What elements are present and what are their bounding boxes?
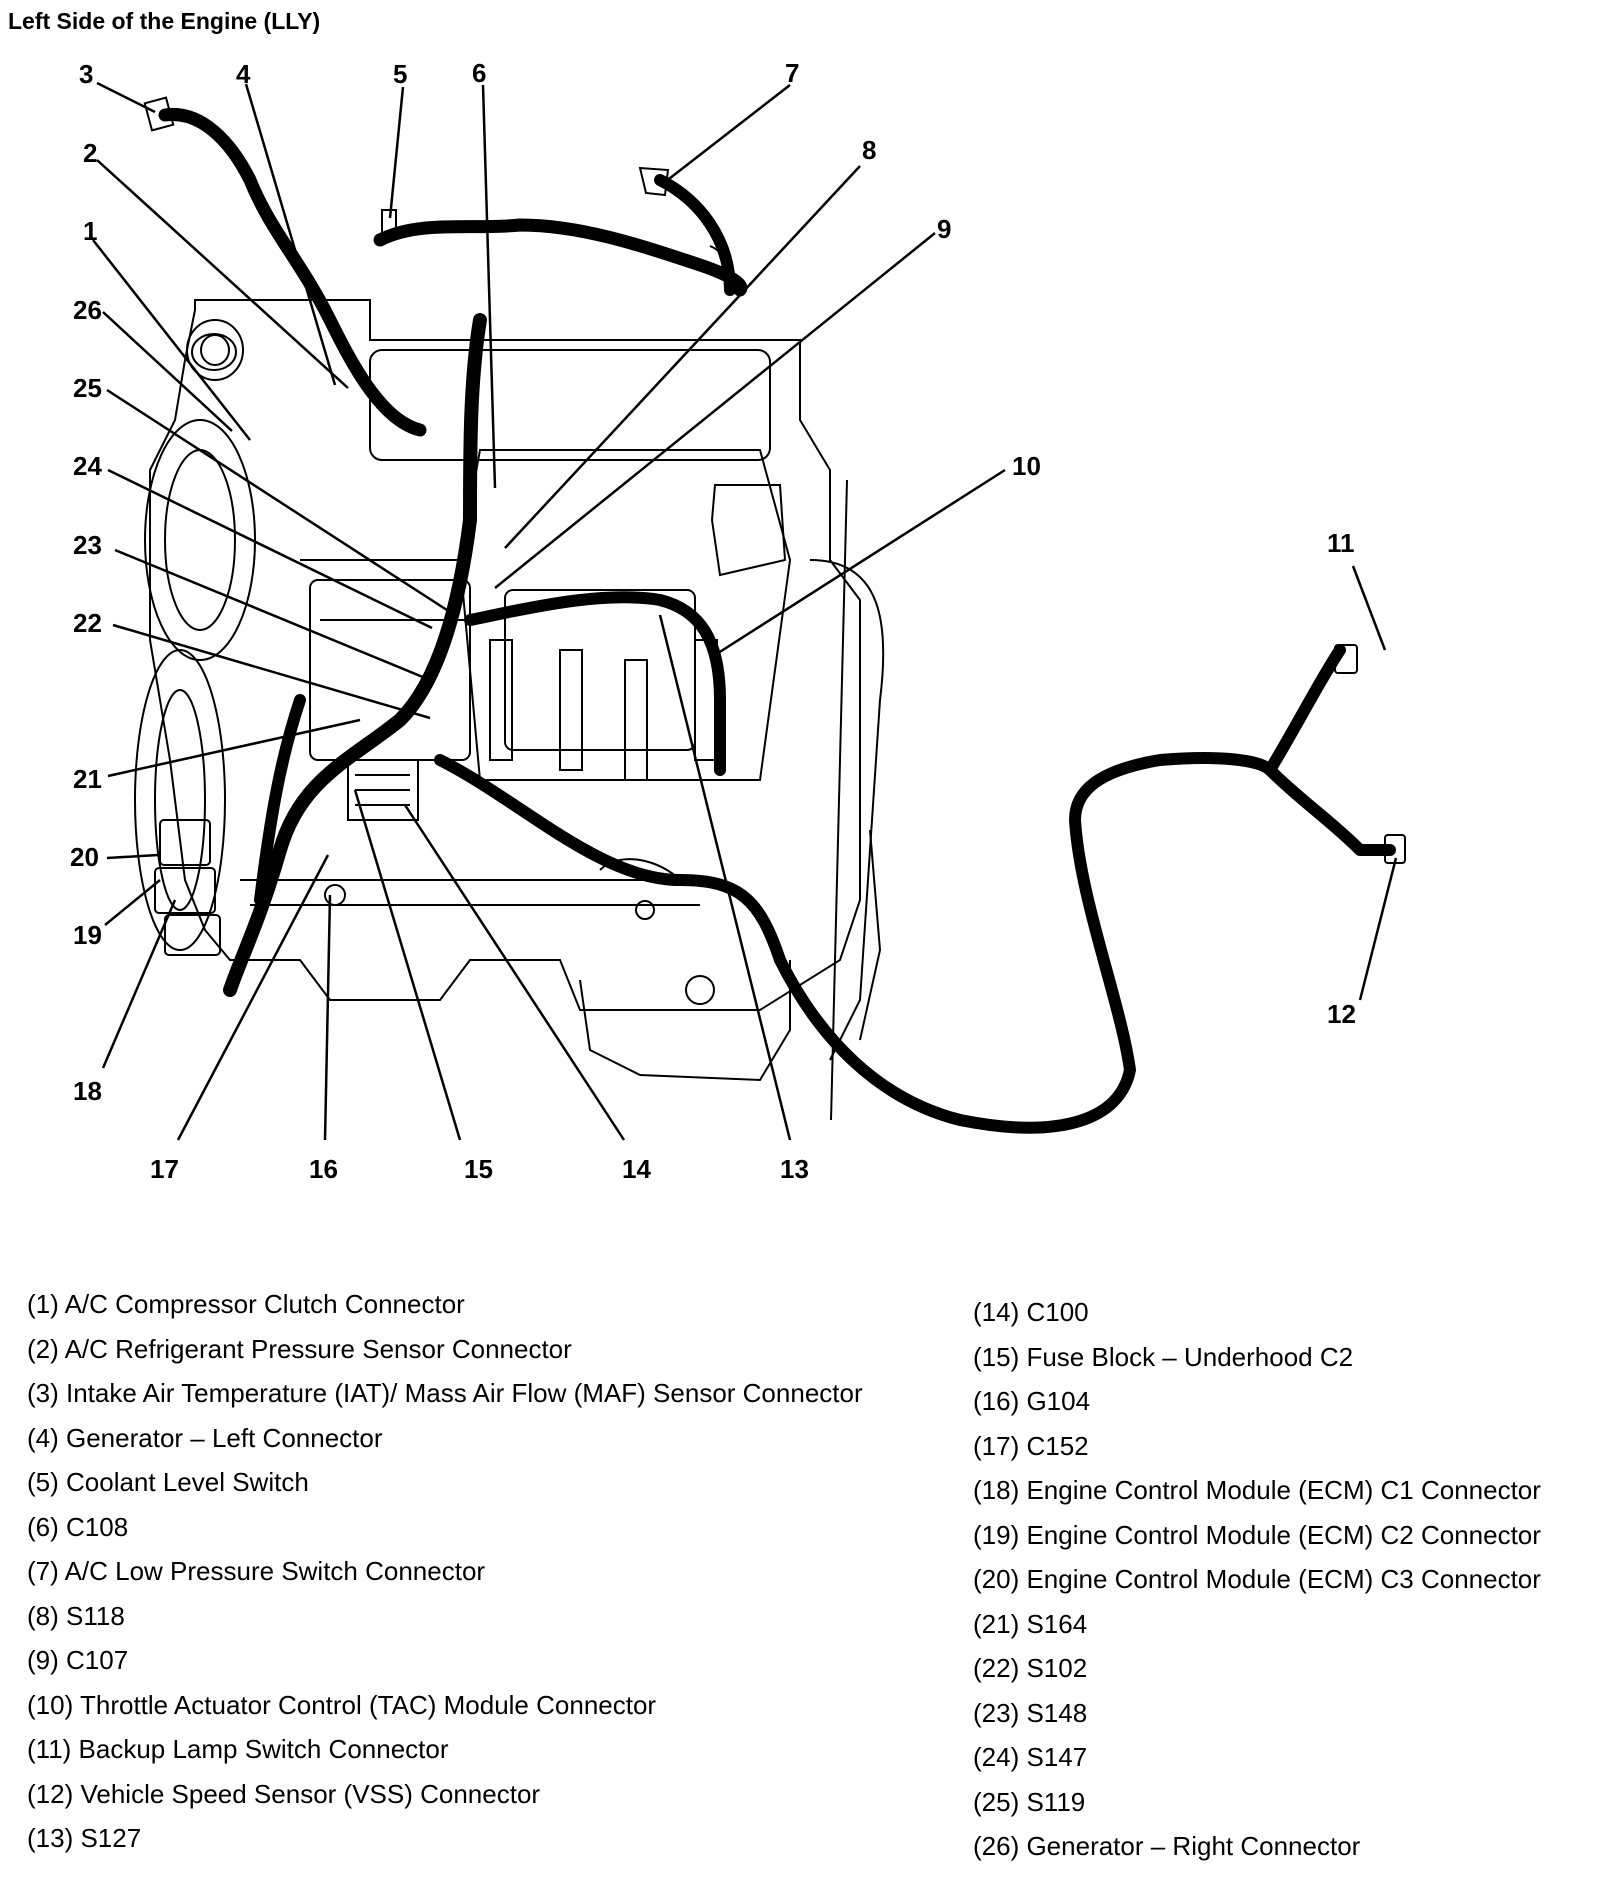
legend-item: (20) Engine Control Module (ECM) C3 Conn… (973, 1564, 1541, 1594)
callout-25: 25 (73, 373, 102, 403)
legend-item: (21) S164 (973, 1608, 1088, 1639)
callout-8: 8 (862, 135, 876, 165)
legend-item: (24) S147 (973, 1742, 1088, 1772)
legend-item: (12) Vehicle Speed Sensor (VSS) Connecto… (27, 1778, 541, 1809)
legend-item: (7) A/C Low Pressure Switch Connector (27, 1556, 486, 1586)
legend-item: (14) C100 (973, 1297, 1089, 1327)
legend-item: (4) Generator – Left Connector (27, 1422, 383, 1453)
callout-19: 19 (73, 920, 102, 950)
legend-right-column: (14) C100 (15) Fuse Block – Underhood C2… (973, 1290, 1541, 1869)
legend-item: (1) A/C Compressor Clutch Connector (27, 1289, 465, 1319)
legend-item: (10) Throttle Actuator Control (TAC) Mod… (27, 1689, 657, 1720)
callout-9: 9 (937, 214, 951, 244)
callout-14: 14 (622, 1154, 651, 1184)
callout-4: 4 (236, 59, 251, 89)
callout-3: 3 (79, 59, 93, 89)
callout-2: 2 (83, 138, 97, 168)
callout-10: 10 (1012, 451, 1041, 481)
legend-item: (9) C107 (27, 1645, 129, 1675)
callout-23: 23 (73, 530, 102, 560)
legend-item: (17) C152 (973, 1430, 1089, 1461)
callout-20: 20 (70, 842, 99, 872)
legend-item: (5) Coolant Level Switch (27, 1467, 309, 1497)
wiring-harness (158, 107, 1396, 1134)
callout-22: 22 (73, 608, 102, 638)
harness-connectors (143, 96, 1406, 864)
callout-numbers: 3 4 5 6 7 2 8 1 9 26 25 24 10 23 11 22 2… (70, 58, 1356, 1184)
callout-6: 6 (472, 58, 486, 88)
legend-item: (6) C108 (27, 1511, 129, 1542)
legend-item: (8) S118 (27, 1600, 125, 1631)
legend-item: (26) Generator – Right Connector (973, 1831, 1361, 1861)
callout-18: 18 (73, 1076, 102, 1106)
page-title: Left Side of the Engine (LLY) (8, 8, 321, 34)
legend-left-column: (1) A/C Compressor Clutch Connector (2) … (27, 1282, 863, 1861)
legend-item: (15) Fuse Block – Underhood C2 (973, 1341, 1354, 1372)
callout-5: 5 (393, 59, 407, 89)
legend-item: (2) A/C Refrigerant Pressure Sensor Conn… (27, 1333, 572, 1364)
legend-item: (3) Intake Air Temperature (IAT)/ Mass A… (27, 1378, 863, 1408)
callout-26: 26 (73, 295, 102, 325)
legend-item: (18) Engine Control Module (ECM) C1 Conn… (973, 1475, 1541, 1505)
legend-item: (23) S148 (973, 1697, 1088, 1728)
callout-17: 17 (150, 1154, 179, 1184)
legend-item: (22) S102 (973, 1653, 1088, 1683)
legend-item: (16) G104 (973, 1386, 1091, 1416)
callout-24: 24 (73, 451, 102, 481)
leader-lines (92, 81, 1398, 1141)
callout-15: 15 (464, 1154, 493, 1184)
callout-1: 1 (83, 216, 97, 246)
callout-12: 12 (1327, 999, 1356, 1029)
callout-13: 13 (780, 1154, 809, 1184)
callout-16: 16 (309, 1154, 338, 1184)
callout-21: 21 (73, 764, 102, 794)
legend-item: (11) Backup Lamp Switch Connector (27, 1734, 449, 1764)
legend-item: (25) S119 (973, 1786, 1086, 1817)
legend-item: (13) S127 (27, 1823, 142, 1853)
engine-illustration (134, 299, 885, 1121)
callout-11: 11 (1327, 528, 1355, 558)
engine-diagram: 3 4 5 6 7 2 8 1 9 26 25 24 10 23 11 22 2… (70, 58, 1406, 1184)
callout-7: 7 (785, 58, 799, 88)
legend-item: (19) Engine Control Module (ECM) C2 Conn… (973, 1519, 1541, 1550)
